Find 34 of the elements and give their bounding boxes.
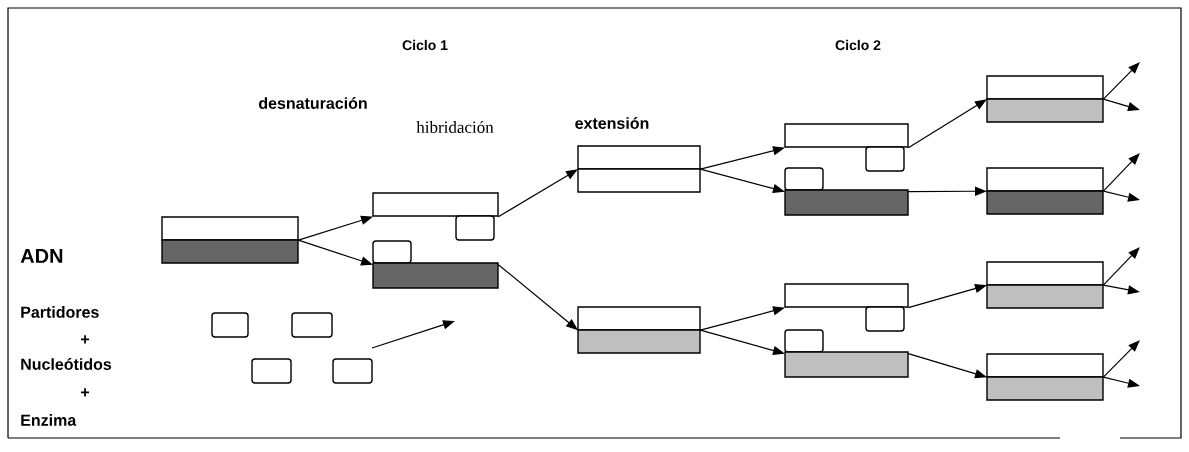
dna-strand-drawing <box>784 167 909 216</box>
arrow <box>1102 62 1140 100</box>
dna-strand-drawing <box>161 216 299 264</box>
dna-strand-drawing <box>986 167 1104 215</box>
dna-strand-drawing <box>986 75 1104 123</box>
dna-strand-drawing <box>784 123 909 172</box>
label: Ciclo 2 <box>835 39 881 51</box>
primer-box <box>291 312 333 338</box>
label: + <box>81 388 90 397</box>
label: hibridación <box>416 121 494 133</box>
primer-box <box>211 312 249 338</box>
arrow <box>1102 247 1140 286</box>
dna-strand-drawing <box>986 353 1104 401</box>
dna-strand-drawing <box>986 261 1104 309</box>
arrow <box>1102 153 1140 192</box>
dna-strand-drawing <box>784 329 909 378</box>
label: Partidores <box>21 306 99 318</box>
primer-box <box>251 358 292 384</box>
label: ADN <box>20 249 63 263</box>
dna-strand-drawing <box>577 306 701 354</box>
primer-box <box>332 358 373 384</box>
arrow <box>907 99 987 149</box>
arrow <box>497 169 578 218</box>
label: Ciclo 1 <box>402 39 448 51</box>
label: + <box>81 335 90 344</box>
dna-strand-drawing <box>372 240 499 289</box>
label: desnaturación <box>259 97 367 109</box>
label: Nucleótidos <box>21 358 112 370</box>
arrow <box>1102 340 1140 378</box>
dna-strand-drawing <box>372 192 499 241</box>
dna-strand-drawing <box>577 145 701 193</box>
label: Enzima <box>21 414 77 426</box>
dna-strand-drawing <box>784 283 909 332</box>
label: extensión <box>575 117 649 129</box>
